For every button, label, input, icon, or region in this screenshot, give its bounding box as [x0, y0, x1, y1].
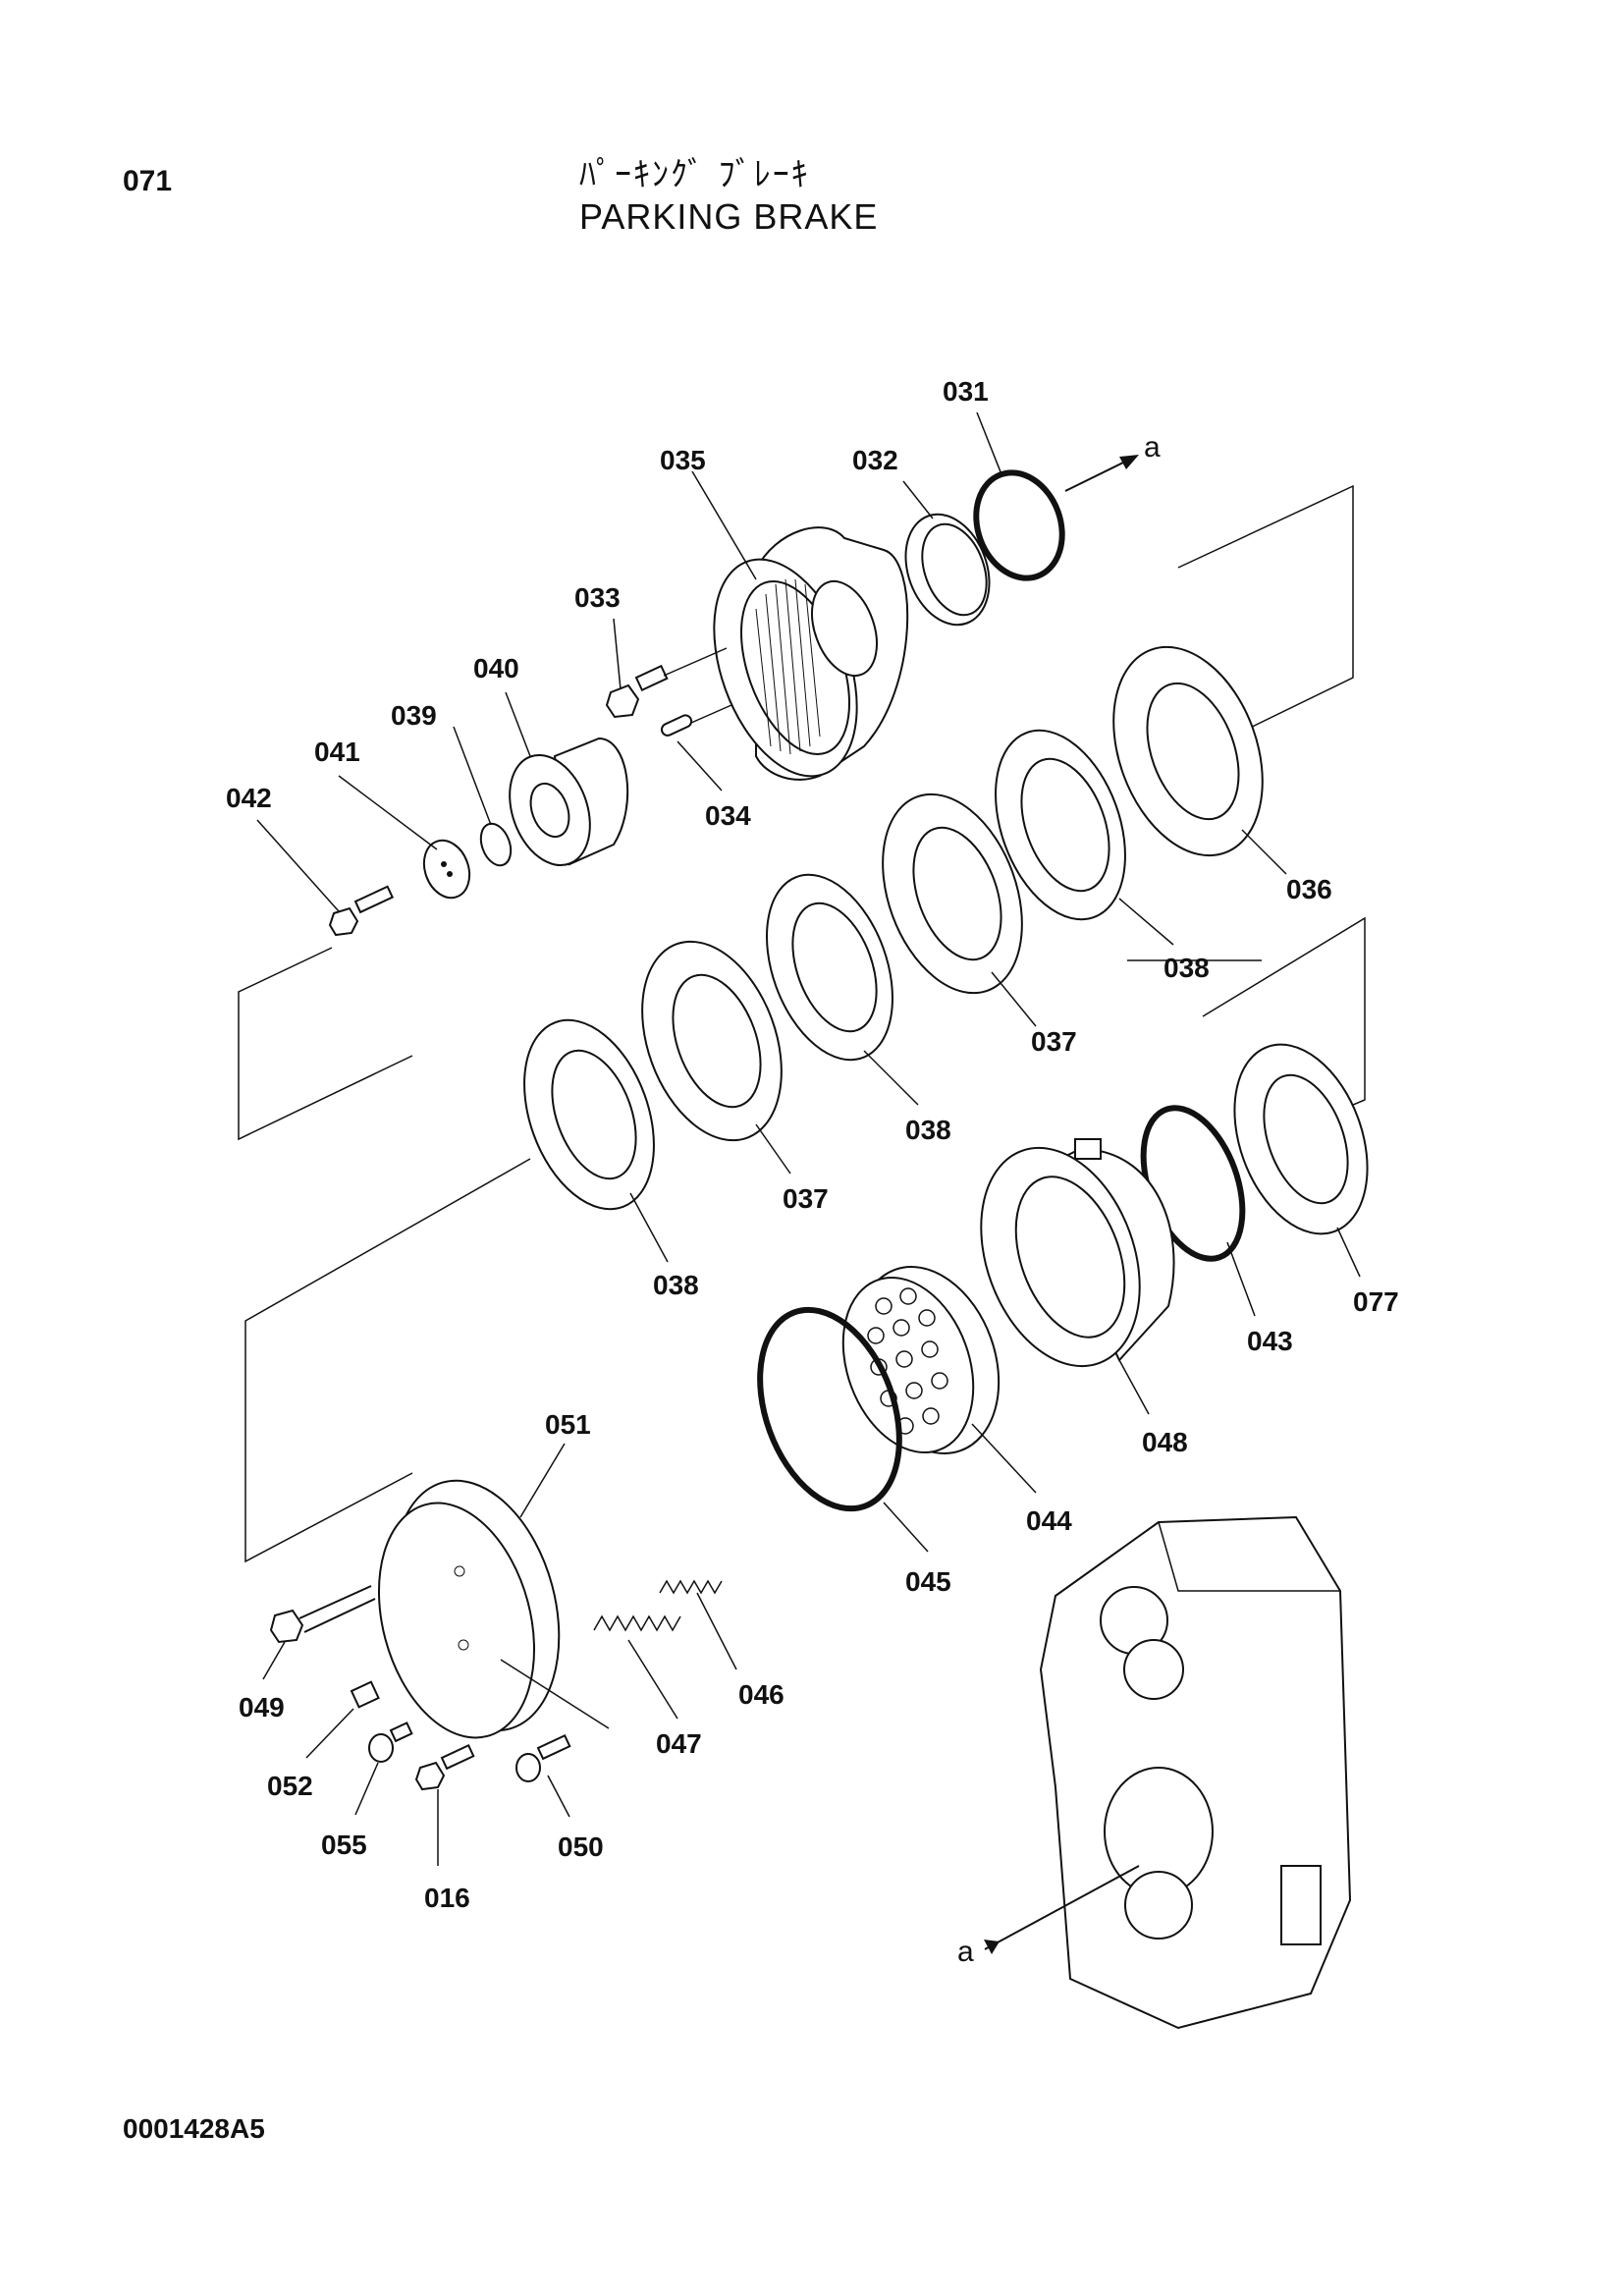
callout-labels: 031 032 035 033 040 039 041 042 034 036 …	[226, 376, 1399, 1913]
part-042-bolt	[328, 885, 395, 937]
gearbox-housing	[1039, 1515, 1352, 2030]
callout-045: 045	[905, 1566, 951, 1597]
axis-arrow-top: a	[1064, 431, 1161, 492]
part-077-plate	[1233, 1043, 1369, 1235]
callout-044: 044	[1026, 1505, 1072, 1536]
callout-039: 039	[391, 700, 437, 731]
callout-048: 048	[1142, 1427, 1188, 1457]
part-038-friction-disc-upper	[995, 729, 1126, 921]
part-036-plate	[1112, 645, 1264, 857]
leader-lines	[256, 411, 1361, 1866]
callout-034: 034	[705, 800, 751, 831]
callout-040: 040	[473, 653, 519, 683]
callout-037-upper: 037	[1031, 1026, 1077, 1057]
callout-037-lower: 037	[783, 1183, 829, 1214]
part-038-friction-disc-middle	[766, 873, 893, 1062]
part-052-plug	[350, 1680, 380, 1709]
callout-049: 049	[239, 1692, 285, 1722]
part-037-plate-lower	[641, 940, 783, 1142]
part-035-housing	[713, 526, 909, 781]
callout-038-lower: 038	[653, 1270, 699, 1300]
callout-036: 036	[1286, 874, 1332, 904]
assembly-guide-lines	[238, 484, 1366, 1563]
part-047-spring	[593, 1614, 681, 1632]
part-041-plate	[422, 839, 471, 900]
part-055-plug	[368, 1722, 413, 1763]
callout-038-upper: 038	[1163, 953, 1210, 983]
callout-033: 033	[574, 582, 621, 613]
callout-051: 051	[545, 1409, 591, 1440]
callout-041: 041	[314, 737, 360, 767]
callout-052: 052	[267, 1771, 313, 1801]
part-050-bolt	[515, 1733, 571, 1782]
part-051-cover	[377, 1479, 561, 1739]
callout-047: 047	[656, 1728, 702, 1759]
part-033-bolt	[605, 647, 728, 719]
axis-arrow-bottom: a	[957, 1865, 1140, 1968]
title-english: PARKING BRAKE	[579, 196, 879, 237]
part-016-bolt	[414, 1743, 475, 1791]
drawing-code: 0001428A5	[123, 2113, 265, 2144]
callout-050: 050	[558, 1831, 604, 1862]
part-045-o-ring	[757, 1306, 902, 1512]
callout-055: 055	[321, 1830, 367, 1860]
part-034-pin	[660, 704, 732, 737]
callout-038-middle: 038	[905, 1115, 951, 1145]
part-032-seal	[904, 513, 991, 627]
part-038-friction-disc-lower	[523, 1018, 655, 1211]
part-040-gear	[509, 737, 629, 867]
part-037-plate-upper	[882, 793, 1023, 995]
part-039-ring	[479, 822, 513, 867]
part-031-o-ring	[973, 469, 1065, 581]
part-046-spring	[659, 1579, 723, 1595]
callout-016: 016	[424, 1883, 470, 1913]
callout-043: 043	[1247, 1326, 1293, 1356]
page-number: 071	[123, 165, 173, 197]
callout-032: 032	[852, 445, 898, 475]
callout-042: 042	[226, 783, 272, 813]
title-japanese: ﾊﾟｰｷﾝｸﾞ ﾌﾞﾚｰｷ	[579, 155, 810, 194]
part-048-cylinder	[980, 1138, 1175, 1368]
callout-031: 031	[943, 376, 989, 407]
callout-035: 035	[660, 445, 706, 475]
callout-046: 046	[738, 1679, 784, 1710]
arrow-label-bottom: a	[957, 1936, 974, 1968]
part-049-bolt	[269, 1585, 376, 1644]
callout-077: 077	[1353, 1286, 1399, 1317]
arrow-label-top: a	[1144, 431, 1161, 464]
